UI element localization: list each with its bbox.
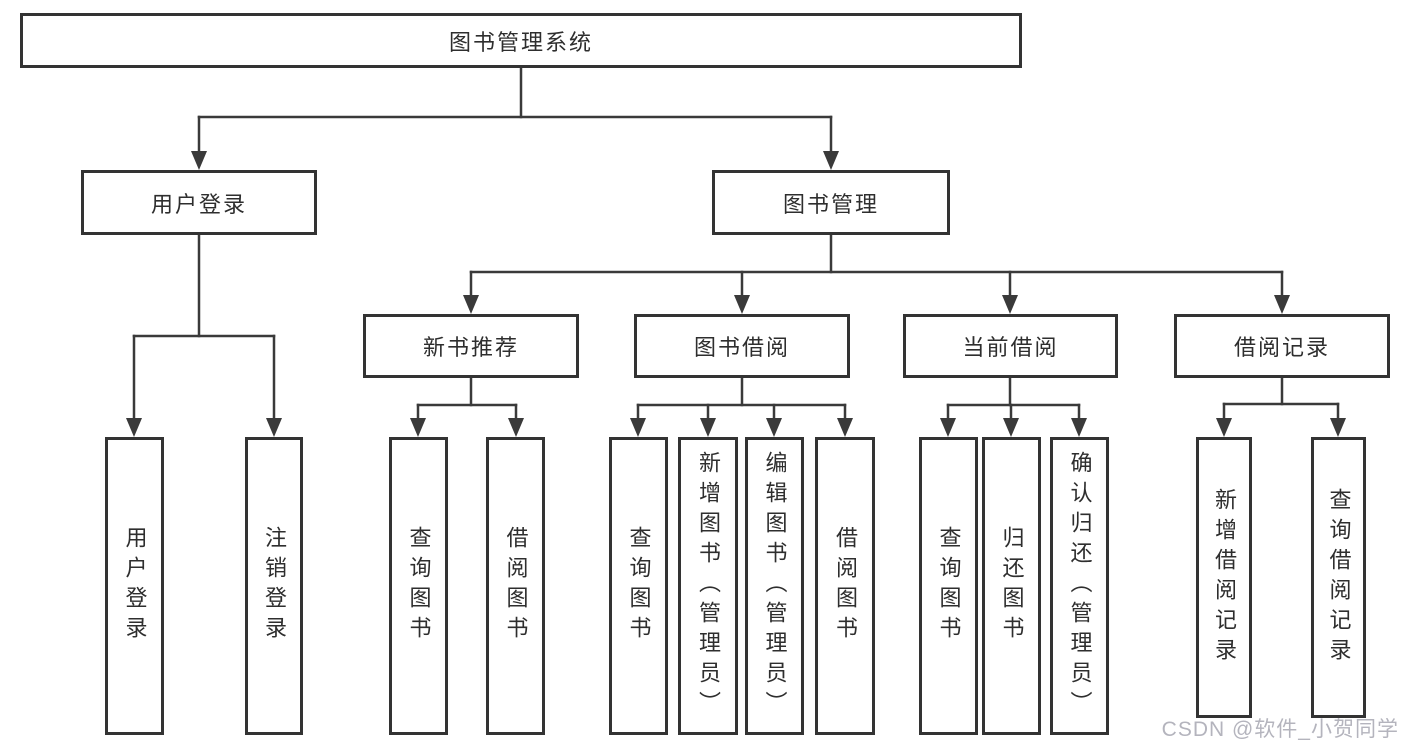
node-current-borrowing: 当前借阅 — [903, 314, 1118, 378]
node-borrowing-records: 借阅记录 — [1174, 314, 1390, 378]
node-new-book-recommendation: 新书推荐 — [363, 314, 579, 378]
node-query-books-borrow: 查询图书 — [609, 437, 668, 735]
node-book-management: 图书管理 — [712, 170, 950, 235]
node-edit-books-admin: 编辑图书（管理员） — [745, 437, 804, 735]
node-borrow-books-recommend: 借阅图书 — [486, 437, 545, 735]
watermark: CSDN @软件_小贺同学 — [1161, 718, 1399, 741]
node-user-login-action: 用户登录 — [105, 437, 164, 735]
node-user-login: 用户登录 — [81, 170, 317, 235]
node-library-management-system: 图书管理系统 — [20, 13, 1022, 68]
node-borrow-books-action: 借阅图书 — [815, 437, 875, 735]
node-query-borrow-record: 查询借阅记录 — [1311, 437, 1366, 718]
node-logout-action: 注销登录 — [245, 437, 303, 735]
node-confirm-return-admin: 确认归还（管理员） — [1050, 437, 1109, 735]
node-add-borrow-record: 新增借阅记录 — [1196, 437, 1252, 718]
node-add-books-admin: 新增图书（管理员） — [678, 437, 738, 735]
node-query-books-current: 查询图书 — [919, 437, 978, 735]
node-return-books: 归还图书 — [982, 437, 1041, 735]
node-query-books-recommend: 查询图书 — [389, 437, 448, 735]
node-book-borrowing: 图书借阅 — [634, 314, 850, 378]
